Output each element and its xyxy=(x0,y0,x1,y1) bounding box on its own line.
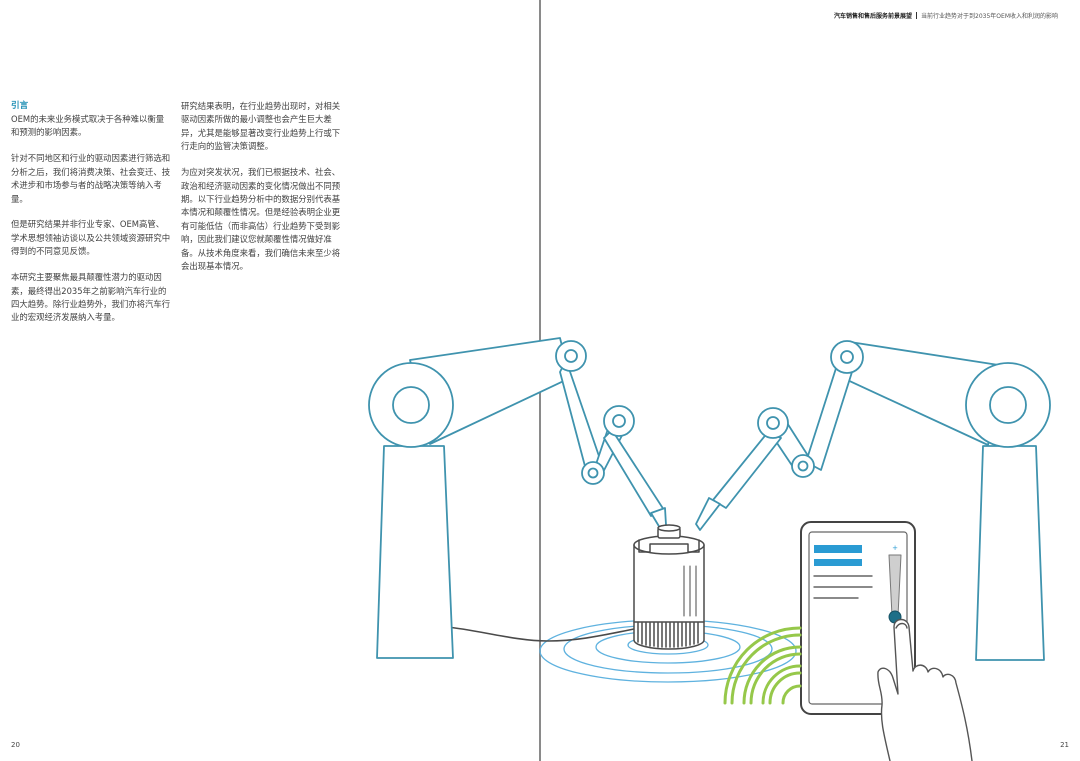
right-arm-upper xyxy=(805,361,853,471)
paragraph: 为应对突发状况，我们已根据技术、社会、政治和经济驱动因素的变化情况做出不同预期。… xyxy=(181,167,341,271)
left-arm-upper xyxy=(559,359,602,471)
right-arm-wrist xyxy=(712,431,782,509)
right-robot-pillar xyxy=(975,445,1045,661)
left-robot-shoulder-inner xyxy=(392,386,430,424)
tablet-bar xyxy=(814,559,862,566)
paragraph: 研究结果表明，在行业趋势出现时，对相关驱动因素所做的最小调整也会产生巨大差异，尤… xyxy=(181,101,341,152)
cylindrical-component xyxy=(633,524,705,650)
svg-text:+: + xyxy=(892,544,898,552)
running-header: 汽车销售和售后服务前景展望 当前行业趋势对于到2035年OEM收入和利润的影响 xyxy=(834,12,1058,21)
paragraph: 但是研究结果并非行业专家、OEM高管、学术思想领袖访谈以及公共领域资源研究中得到… xyxy=(11,219,171,257)
paragraph: 本研究主要聚焦最具颠覆性潜力的驱动因素，最终得出2035年之前影响汽车行业的四大… xyxy=(11,272,171,323)
left-arm-wrist xyxy=(603,429,665,517)
paragraph: OEM的未来业务模式取决于各种难以衡量和预测的影响因素。 xyxy=(11,114,165,138)
right-page: 汽车销售和售后服务前景展望 当前行业趋势对于到2035年OEM收入和利润的影响 2… xyxy=(541,0,1080,761)
wifi-signal-icon xyxy=(723,626,802,705)
text-column-2: 研究结果表明，在行业趋势出现时，对相关驱动因素所做的最小调整也会产生巨大差异，尤… xyxy=(181,100,341,286)
header-separator xyxy=(916,12,918,19)
tablet-device-icon: + xyxy=(800,521,916,715)
right-robot-shoulder-inner xyxy=(989,386,1027,424)
left-page: 引言 OEM的未来业务模式取决于各种难以衡量和预测的影响因素。 针对不同地区和行… xyxy=(11,100,341,749)
text-column-1: 引言 OEM的未来业务模式取决于各种难以衡量和预测的影响因素。 针对不同地区和行… xyxy=(11,100,171,337)
header-title: 汽车销售和售后服务前景展望 xyxy=(834,13,913,20)
cable xyxy=(446,626,635,642)
page-number-right: 21 xyxy=(1060,741,1069,749)
tablet-bar xyxy=(814,545,862,553)
right-arm-tool xyxy=(695,497,721,531)
page-number-left: 20 xyxy=(11,741,20,749)
paragraph: 针对不同地区和行业的驱动因素进行筛选和分析之后，我们将消费决策、社会变迁、技术进… xyxy=(11,153,171,204)
left-robot-pillar xyxy=(376,445,454,659)
section-heading: 引言 xyxy=(11,101,29,111)
touching-hand-icon xyxy=(877,618,973,761)
header-subtitle: 当前行业趋势对于到2035年OEM收入和利润的影响 xyxy=(921,13,1058,20)
